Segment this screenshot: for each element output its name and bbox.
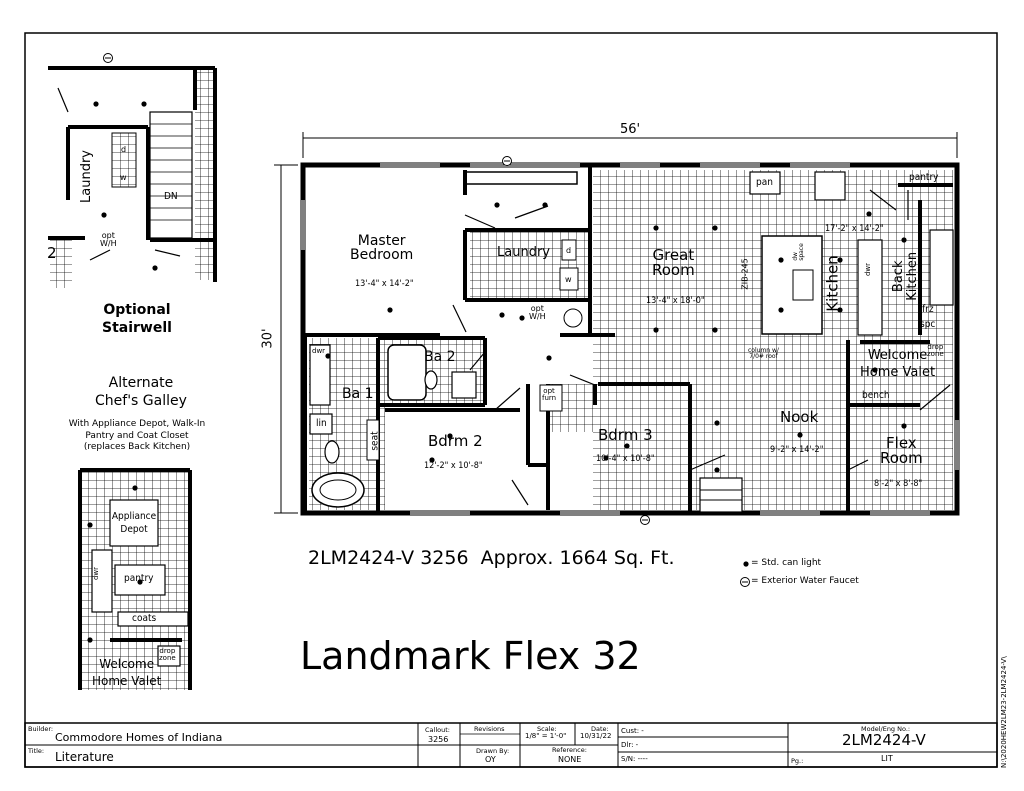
drawn-by-caption: Drawn By: xyxy=(476,747,510,755)
great-room-label: Great Room xyxy=(652,246,695,279)
drawn-by-value: OY xyxy=(485,755,496,764)
callout-value: 3256 xyxy=(428,735,449,744)
stairwell-title: Optional Stairwell xyxy=(102,302,172,337)
galley-welcome-label: Welcome Home Valet xyxy=(92,657,162,688)
reference-caption: Reference: xyxy=(552,746,587,754)
faucet-legend-icon xyxy=(740,577,750,587)
pan-label: pan xyxy=(756,177,773,188)
scale-caption: Scale: xyxy=(537,725,557,733)
ba1-label: Ba 1 xyxy=(342,386,374,402)
page-value: LIT xyxy=(881,754,893,763)
title-value: Literature xyxy=(55,750,114,764)
dealer-field: Dlr: - xyxy=(621,741,639,749)
overall-width: 56' xyxy=(620,122,641,137)
main-floor-plan xyxy=(274,132,960,525)
faucet-icon xyxy=(502,156,650,525)
frz-label: frz xyxy=(922,304,934,315)
customer-field: Cust: - xyxy=(621,727,644,735)
callout-caption: Callout: xyxy=(425,726,450,734)
dw-space-label: dw space xyxy=(791,243,805,261)
flex-room-label: Flex Room xyxy=(880,434,923,467)
legend-faucet: = Exterior Water Faucet xyxy=(751,576,859,586)
flex-room-dims: 8'-2" x 8'-8" xyxy=(874,479,923,489)
nook-dims: 9'-2" x 14'-2" xyxy=(770,445,824,455)
bdrm3-label: Bdrm 3 xyxy=(598,426,653,444)
title-caption: Title: xyxy=(28,747,45,755)
galley-inset xyxy=(78,468,192,690)
builder-caption: Builder: xyxy=(28,725,54,733)
laundry-d: d xyxy=(566,246,572,255)
appliance-depot-label: Appliance Depot xyxy=(111,511,157,535)
kitchen-dwr-label: dwr xyxy=(864,262,873,277)
bdrm3-dims: 10'-4" x 10'-8" xyxy=(596,454,655,464)
spc-label: spc xyxy=(920,319,936,330)
stairwell-laundry-label: Laundry xyxy=(78,150,94,203)
stairwell-dn: DN xyxy=(164,191,178,202)
date-caption: Date: xyxy=(591,725,609,733)
lin-label: lin xyxy=(316,418,327,429)
column-note: column w/ 7/0# roof xyxy=(748,347,779,360)
date-value: 10/31/22 xyxy=(580,732,612,740)
seat-label: seat xyxy=(369,431,381,451)
model-value: 2LM2424-V xyxy=(842,731,926,749)
bdrm2-dims: 12'-2" x 10'-8" xyxy=(424,461,483,471)
can-light-icon xyxy=(743,561,749,567)
stairwell-inset xyxy=(48,53,217,288)
galley-title: Alternate Chef's Galley xyxy=(95,375,187,410)
master-bedroom-label: Master Bedroom xyxy=(350,233,414,263)
model-line: 2LM2424-V 3256 Approx. 1664 Sq. Ft. xyxy=(308,547,675,569)
laundry-w: w xyxy=(565,275,572,284)
reference-value: NONE xyxy=(558,755,582,764)
stairwell-w: w xyxy=(120,173,127,182)
zib-label: ZIB-245 xyxy=(740,258,750,290)
scale-value: 1/8" = 1'-0" xyxy=(525,732,567,740)
plan-title: Landmark Flex 32 xyxy=(300,634,641,678)
builder-value: Commodore Homes of Indiana xyxy=(55,731,223,744)
nook-label: Nook xyxy=(780,408,819,426)
drop-zone-label: drop zone xyxy=(927,343,944,358)
galley-pantry-label: pantry xyxy=(124,573,154,584)
coats-label: coats xyxy=(132,613,157,624)
galley-subtitle: With Appliance Depot, Walk-In Pantry and… xyxy=(68,419,206,453)
overall-depth: 30' xyxy=(260,328,276,349)
welcome-valet-label: Welcome Home Valet xyxy=(860,348,936,380)
revisions-caption: Revisions xyxy=(474,725,505,733)
title-block-lines xyxy=(24,722,998,768)
stairwell-d: d xyxy=(121,145,127,154)
ba2-label: Ba 2 xyxy=(424,349,456,365)
pantry-label: pantry xyxy=(909,172,939,183)
galley-dwr: dwr xyxy=(92,566,101,581)
page-caption: Pg.: xyxy=(791,757,804,765)
ba1-dwr-top: dwr xyxy=(312,347,326,355)
opt-furn-label: opt furn xyxy=(542,387,557,402)
kitchen-dims: 17'-2" x 14'-2" xyxy=(825,224,884,234)
model-caption: Model/Eng No.: xyxy=(861,725,911,733)
serial-field: S/N: ---- xyxy=(621,755,648,763)
file-path-code: N:\2020HEW2LM23-2LM2424-V\ xyxy=(1000,656,1008,768)
back-kitchen-label: Back Kitchen xyxy=(891,251,921,301)
laundry-label: Laundry xyxy=(497,245,550,260)
bdrm2-label: Bdrm 2 xyxy=(428,432,483,450)
kitchen-label: Kitchen xyxy=(823,255,842,312)
legend-can-light: = Std. can light xyxy=(751,558,822,568)
stairwell-opt-wh: opt W/H xyxy=(100,231,117,248)
bench-label: bench xyxy=(862,390,890,401)
master-bedroom-dims: 13'-4" x 14'-2" xyxy=(355,279,414,289)
great-room-dims: 13'-4" x 18'-0" xyxy=(646,296,705,306)
galley-drop-zone: drop zone xyxy=(159,647,176,662)
opt-wh-label: opt W/H xyxy=(529,304,546,321)
stairwell-bdrm-number: 2 xyxy=(47,244,57,262)
